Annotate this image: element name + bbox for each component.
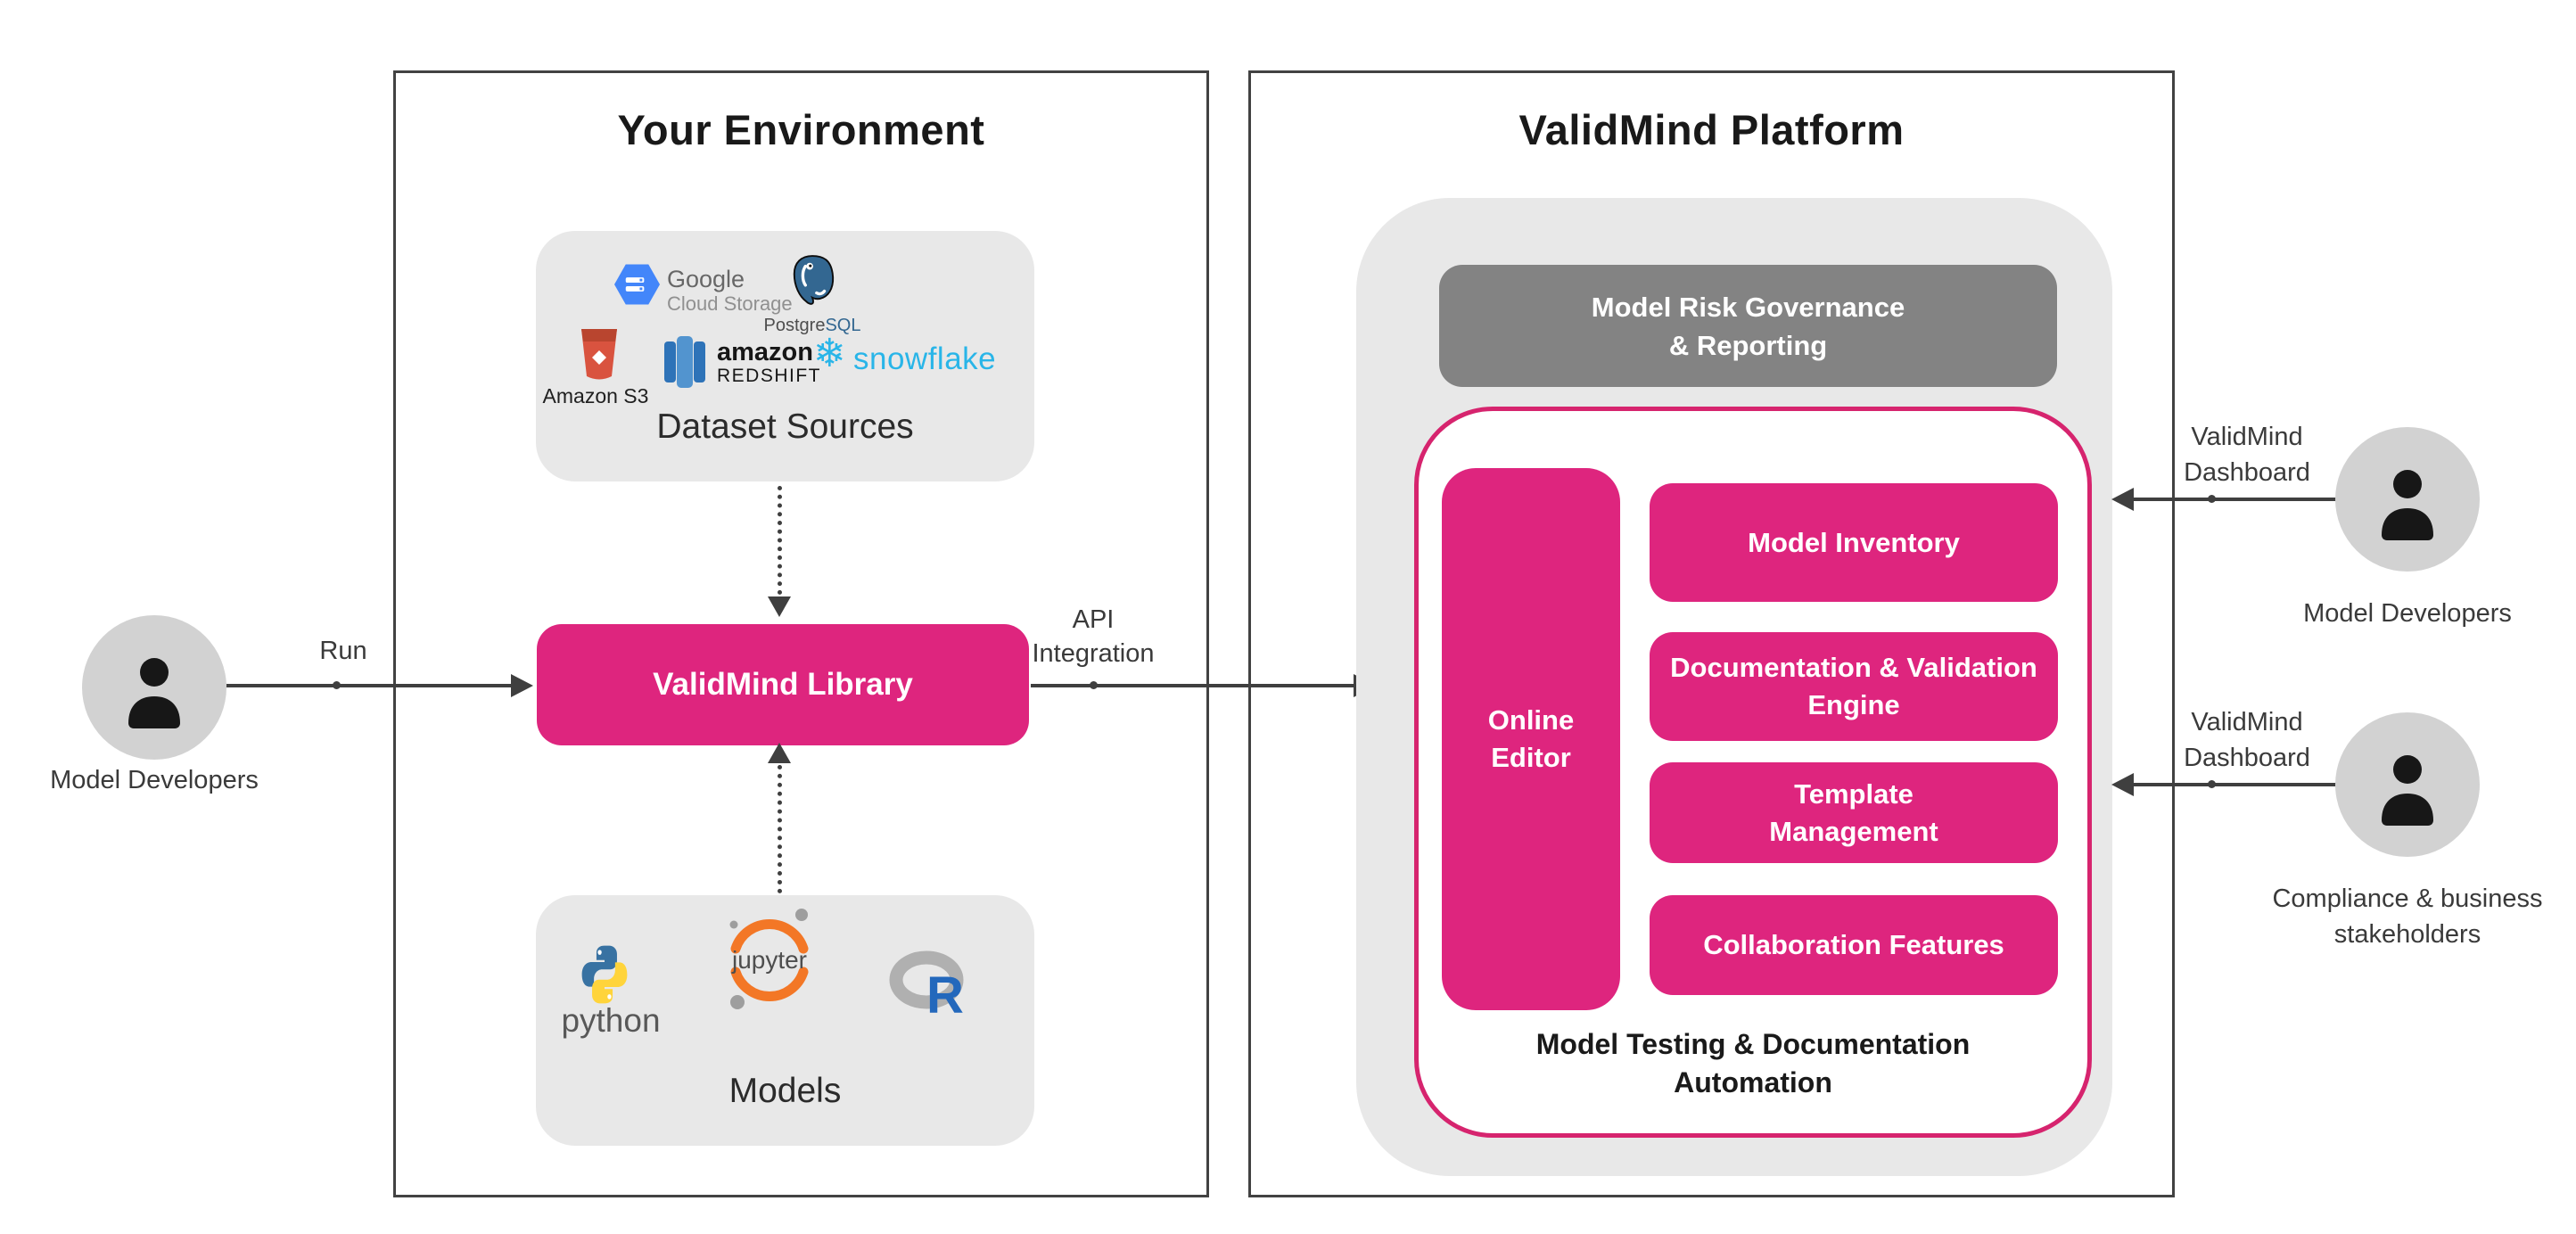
feature-model-inventory-line1: Model Inventory — [1748, 526, 1960, 558]
stakeholder-label-line1: Compliance & business — [2272, 884, 2543, 913]
user-icon — [2382, 755, 2433, 826]
feature-template-line1: Template — [1794, 777, 1913, 810]
stakeholder-label-line2: stakeholders — [2333, 920, 2481, 949]
dashboard-top-arrow-line — [2132, 498, 2336, 501]
feature-template-line2: Management — [1769, 815, 1938, 847]
online-editor-box: Online Editor — [1442, 468, 1620, 1010]
user-icon — [128, 658, 180, 728]
models-box: python jupyter R Models — [536, 895, 1034, 1146]
validmind-platform-panel — [1248, 70, 2175, 1197]
models-to-library-connector — [778, 765, 782, 893]
dashboard-top-line1: ValidMind — [2191, 423, 2303, 451]
models-to-library-arrowhead — [768, 743, 791, 763]
run-arrow-midpoint — [333, 681, 341, 689]
feature-documentation-validation: Documentation & Validation Engine — [1650, 632, 2058, 741]
dashboard-bottom-line2: Dashboard — [2184, 744, 2310, 772]
dashboard-bottom-label: ValidMind Dashboard — [2158, 704, 2336, 776]
model-testing-caption-line1: Model Testing & Documentation — [1535, 1028, 1971, 1060]
dataset-to-library-arrowhead — [768, 596, 791, 617]
stakeholder-label: Compliance & business stakeholders — [2247, 881, 2568, 952]
your-environment-title: Your Environment — [617, 106, 985, 153]
governance-line1: Model Risk Governance — [1591, 291, 1905, 323]
validmind-platform-title: ValidMind Platform — [1518, 106, 1905, 153]
left-developer-avatar — [82, 615, 226, 760]
online-editor-line2: Editor — [1491, 742, 1571, 773]
model-testing-caption-line2: Automation — [1674, 1066, 1832, 1098]
dashboard-top-line2: Dashboard — [2184, 458, 2310, 487]
amazon-s3-icon — [581, 329, 617, 380]
dashboard-bottom-arrowhead — [2111, 773, 2134, 796]
api-label-line2: Integration — [1032, 639, 1155, 668]
dashboard-top-midpoint — [2208, 495, 2216, 503]
governance-box: Model Risk Governance & Reporting — [1439, 265, 2057, 387]
gcs-wordmark-line1: Google — [667, 266, 745, 292]
postgresql-wordmark-part1: Postgre — [763, 316, 826, 335]
r-icon: R — [889, 950, 964, 1016]
models-label: Models — [728, 1072, 842, 1110]
dataset-sources-label: Dataset Sources — [656, 407, 914, 446]
right-developer-avatar — [2335, 427, 2480, 572]
validmind-library-box: ValidMind Library — [537, 624, 1029, 745]
amazon-s3-label: Amazon S3 — [542, 384, 649, 407]
dashboard-top-arrowhead — [2111, 488, 2134, 511]
feature-template-management: Template Management — [1650, 762, 2058, 863]
feature-collaboration-line1: Collaboration Features — [1703, 929, 2004, 960]
snowflake-wordmark: snowflake — [853, 341, 997, 376]
postgresql-wordmark: PostgreSQL — [750, 316, 875, 336]
gcs-wordmark-line2: Cloud Storage — [667, 292, 793, 315]
redshift-wordmark-line1: amazon — [717, 338, 813, 366]
dashboard-bottom-line1: ValidMind — [2191, 708, 2303, 736]
user-icon — [2382, 470, 2433, 540]
dashboard-bottom-arrow-line — [2132, 783, 2336, 786]
redshift-wordmark-line2: REDSHIFT — [717, 366, 821, 386]
google-cloud-storage-icon — [614, 264, 660, 305]
amazon-redshift-icon — [664, 336, 705, 388]
jupyter-icon: jupyter — [729, 909, 809, 1009]
python-icon — [581, 945, 628, 1004]
right-developer-label: Model Developers — [2303, 599, 2512, 628]
run-arrowhead — [511, 674, 533, 697]
snowflake-icon: ❄ — [813, 331, 846, 376]
run-arrow-line — [226, 684, 515, 687]
left-developer-label: Model Developers — [50, 766, 259, 794]
feature-documentation-line1: Documentation & Validation — [1670, 652, 2037, 683]
api-arrow-line — [1031, 684, 1355, 687]
your-environment-panel — [393, 70, 1209, 1197]
model-testing-caption: Model Testing & Documentation Automation — [1414, 1025, 2092, 1102]
dataset-sources-box: Google Cloud Storage PostgreSQL Amazon S… — [536, 231, 1034, 481]
api-label-line1: API — [1072, 605, 1115, 634]
dashboard-bottom-midpoint — [2208, 780, 2216, 788]
api-integration-label: API Integration — [1013, 603, 1173, 670]
validmind-library-label: ValidMind Library — [653, 667, 913, 702]
postgresql-wordmark-part2: SQL — [825, 316, 861, 335]
dataset-to-library-connector — [778, 486, 782, 595]
jupyter-wordmark: jupyter — [731, 946, 807, 974]
stakeholder-avatar — [2335, 712, 2480, 857]
redshift-wordmark: amazon REDSHIFT — [717, 340, 821, 388]
gcs-wordmark: Google Cloud Storage — [667, 266, 793, 316]
postgresql-icon — [793, 255, 835, 305]
feature-collaboration: Collaboration Features — [1650, 895, 2058, 995]
governance-line2: & Reporting — [1668, 329, 1828, 361]
online-editor-line1: Online — [1487, 704, 1575, 736]
dashboard-top-label: ValidMind Dashboard — [2158, 419, 2336, 490]
python-wordmark: python — [561, 1002, 661, 1039]
r-letter: R — [926, 967, 964, 1016]
feature-documentation-line2: Engine — [1807, 689, 1900, 720]
feature-model-inventory: Model Inventory — [1650, 483, 2058, 602]
api-arrow-midpoint — [1090, 681, 1098, 689]
run-label: Run — [319, 637, 367, 665]
